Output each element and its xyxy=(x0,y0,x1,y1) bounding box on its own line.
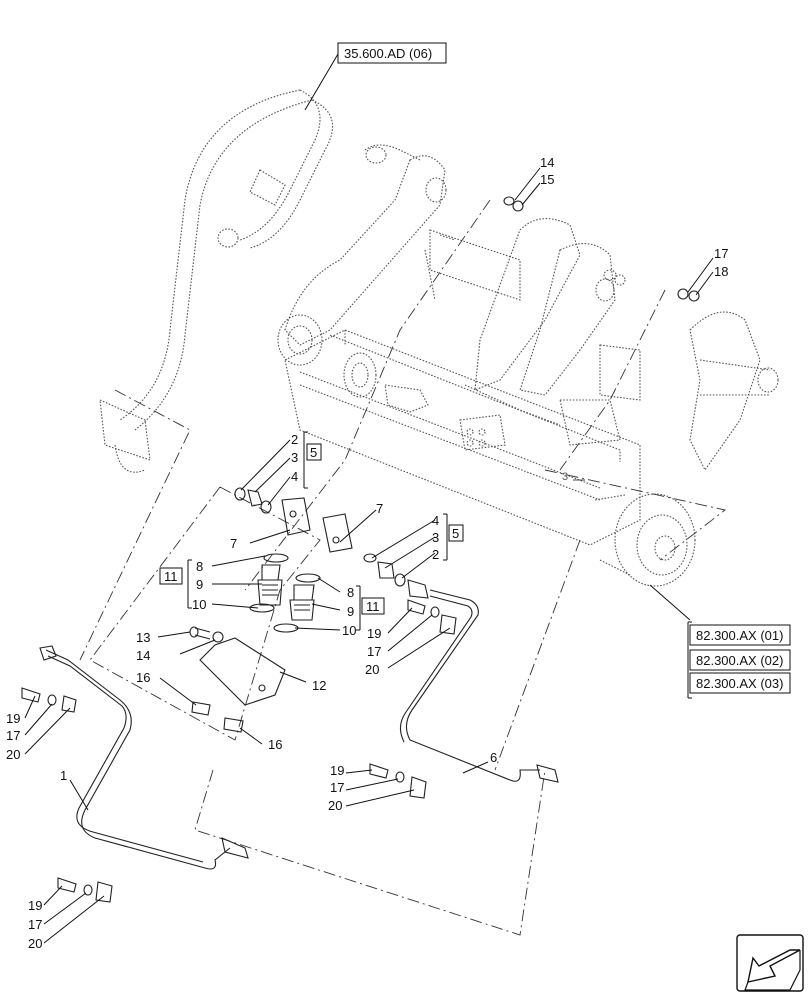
group-box-left-11[interactable]: 11 xyxy=(159,567,183,585)
pipe-6 xyxy=(399,589,559,783)
callout-7: 7 xyxy=(230,536,237,551)
group-label-right-5: 5 xyxy=(452,526,459,541)
reference-top-label: 35.600.AD (06) xyxy=(344,46,432,61)
callout-10: 10 xyxy=(192,597,206,612)
reference-right-3[interactable]: 82.300.AX (03) xyxy=(689,672,791,694)
callout-16: 16 xyxy=(136,670,150,685)
arrow-navigation-icon[interactable] xyxy=(736,934,804,992)
callout-14: 14 xyxy=(136,648,150,663)
callout-3: 3 xyxy=(291,450,298,465)
callout-20: 20 xyxy=(28,936,42,951)
callout-14: 14 xyxy=(540,155,554,170)
fittings xyxy=(21,196,700,903)
callout-19: 19 xyxy=(6,711,20,726)
callout-10: 10 xyxy=(342,623,356,638)
callout-20: 20 xyxy=(365,662,379,677)
hose-assembly xyxy=(99,89,333,473)
reference-right-1[interactable]: 82.300.AX (01) xyxy=(689,624,791,646)
callout-17: 17 xyxy=(714,246,728,261)
group-box-left-5[interactable]: 5 xyxy=(306,443,322,461)
leader-lines xyxy=(24,53,714,944)
callout-13: 13 xyxy=(136,630,150,645)
callout-3: 3 xyxy=(432,530,439,545)
callout-3: 3 xyxy=(562,471,568,483)
callouts: 14 15 17 18 2 3 4 7 7 4 3 2 8 9 10 8 9 1… xyxy=(6,155,728,951)
callout-17: 17 xyxy=(367,644,381,659)
callout-19: 19 xyxy=(367,626,381,641)
callout-8: 8 xyxy=(196,559,203,574)
reference-right-label-3: 82.300.AX (03) xyxy=(696,676,783,691)
group-label-left-5: 5 xyxy=(310,445,317,460)
group-label-left-11: 11 xyxy=(164,569,178,584)
callout-2: 2 xyxy=(432,547,439,562)
callout-4: 4 xyxy=(432,513,439,528)
callout-16: 16 xyxy=(268,737,282,752)
phantom-lines xyxy=(79,199,727,936)
callout-9: 9 xyxy=(347,604,354,619)
callout-9: 9 xyxy=(196,577,203,592)
callout-4: 4 xyxy=(291,469,298,484)
callout-8: 8 xyxy=(347,585,354,600)
callout-6: 6 xyxy=(490,750,497,765)
callout-12: 12 xyxy=(312,678,326,693)
group-box-right-5[interactable]: 5 xyxy=(448,524,464,542)
reference-right-label-1: 82.300.AX (01) xyxy=(696,628,783,643)
callout-7: 7 xyxy=(376,501,383,516)
callout-17: 17 xyxy=(330,780,344,795)
loader-frame xyxy=(277,144,779,587)
callout-2: 2 xyxy=(291,432,298,447)
callout-19: 19 xyxy=(28,898,42,913)
callout-1: 1 xyxy=(60,768,67,783)
reference-top[interactable]: 35.600.AD (06) xyxy=(337,42,447,64)
group-box-right-11[interactable]: 11 xyxy=(361,597,385,615)
callout-19: 19 xyxy=(330,763,344,778)
callout-17: 17 xyxy=(28,917,42,932)
callout-20: 20 xyxy=(6,747,20,762)
callout-18: 18 xyxy=(714,264,728,279)
pipe-1 xyxy=(39,645,249,870)
callout-20: 20 xyxy=(328,798,342,813)
callout-17: 17 xyxy=(6,728,20,743)
reference-right-label-2: 82.300.AX (02) xyxy=(696,653,783,668)
callout-15: 15 xyxy=(540,172,554,187)
reference-right-2[interactable]: 82.300.AX (02) xyxy=(689,649,791,671)
group-label-right-11: 11 xyxy=(366,599,380,614)
